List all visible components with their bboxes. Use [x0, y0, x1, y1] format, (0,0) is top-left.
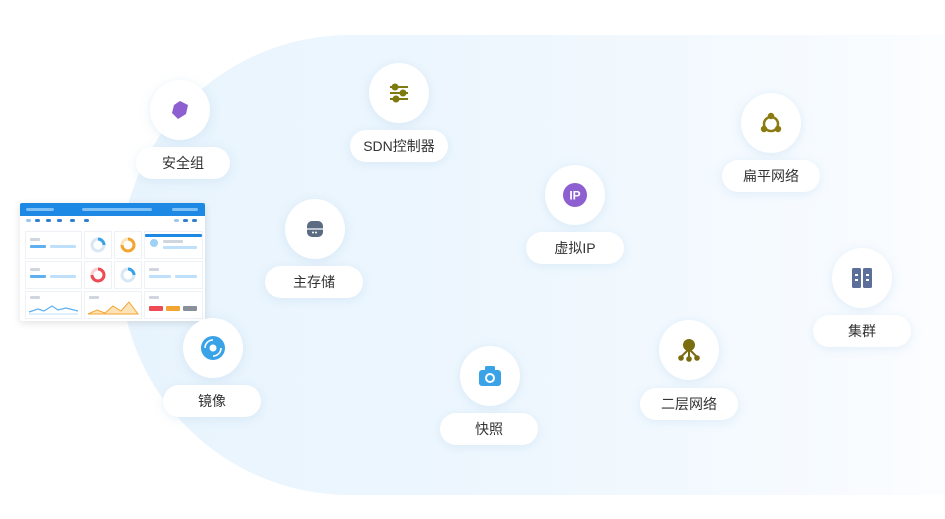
- dashboard-preview: [20, 203, 205, 321]
- tree-network-icon: [678, 339, 700, 362]
- ip-badge-text: IP: [569, 189, 580, 203]
- server-rack-icon: [852, 268, 872, 288]
- l2-network-label[interactable]: 二层网络: [640, 388, 738, 420]
- flat-network-icon-circle[interactable]: [741, 93, 801, 153]
- image-icon-circle[interactable]: [183, 318, 243, 378]
- security-group-label[interactable]: 安全组: [136, 147, 230, 179]
- disc-icon: [201, 336, 225, 360]
- primary-storage-label[interactable]: 主存储: [265, 266, 363, 298]
- stat-card: [25, 231, 82, 259]
- list-card: [144, 261, 203, 289]
- flat-network-label[interactable]: 扁平网络: [722, 160, 820, 192]
- cluster-icon-circle[interactable]: [832, 248, 892, 308]
- sdn-controller-label[interactable]: SDN控制器: [350, 130, 448, 162]
- ip-badge-icon: IP: [563, 183, 587, 207]
- network-ring-icon: [760, 112, 782, 133]
- donut-card: [114, 231, 142, 259]
- snapshot-icon-circle[interactable]: [460, 346, 520, 406]
- list-card: [144, 231, 203, 259]
- donut-card: [114, 261, 142, 289]
- sparkline-card: [25, 291, 82, 319]
- dashboard-header-bar: [20, 203, 205, 216]
- cluster-label[interactable]: 集群: [813, 315, 911, 347]
- camera-icon: [479, 366, 501, 386]
- stat-card: [25, 261, 82, 289]
- shield-tag-icon: [172, 101, 188, 119]
- bar-card: [144, 291, 203, 319]
- virtual-ip-icon-circle[interactable]: IP: [545, 165, 605, 225]
- storage-drum-icon: [307, 221, 323, 237]
- security-group-icon-circle[interactable]: [150, 80, 210, 140]
- sdn-controller-icon-circle[interactable]: [369, 63, 429, 123]
- snapshot-label[interactable]: 快照: [440, 413, 538, 445]
- primary-storage-icon-circle[interactable]: [285, 199, 345, 259]
- dashboard-toolbar: [20, 216, 205, 224]
- donut-card: [84, 261, 112, 289]
- donut-card: [84, 231, 112, 259]
- sliders-icon: [390, 83, 408, 103]
- l2-network-icon-circle[interactable]: [659, 320, 719, 380]
- virtual-ip-label[interactable]: 虚拟IP: [526, 232, 624, 264]
- image-label[interactable]: 镜像: [163, 385, 261, 417]
- area-chart-card: [84, 291, 142, 319]
